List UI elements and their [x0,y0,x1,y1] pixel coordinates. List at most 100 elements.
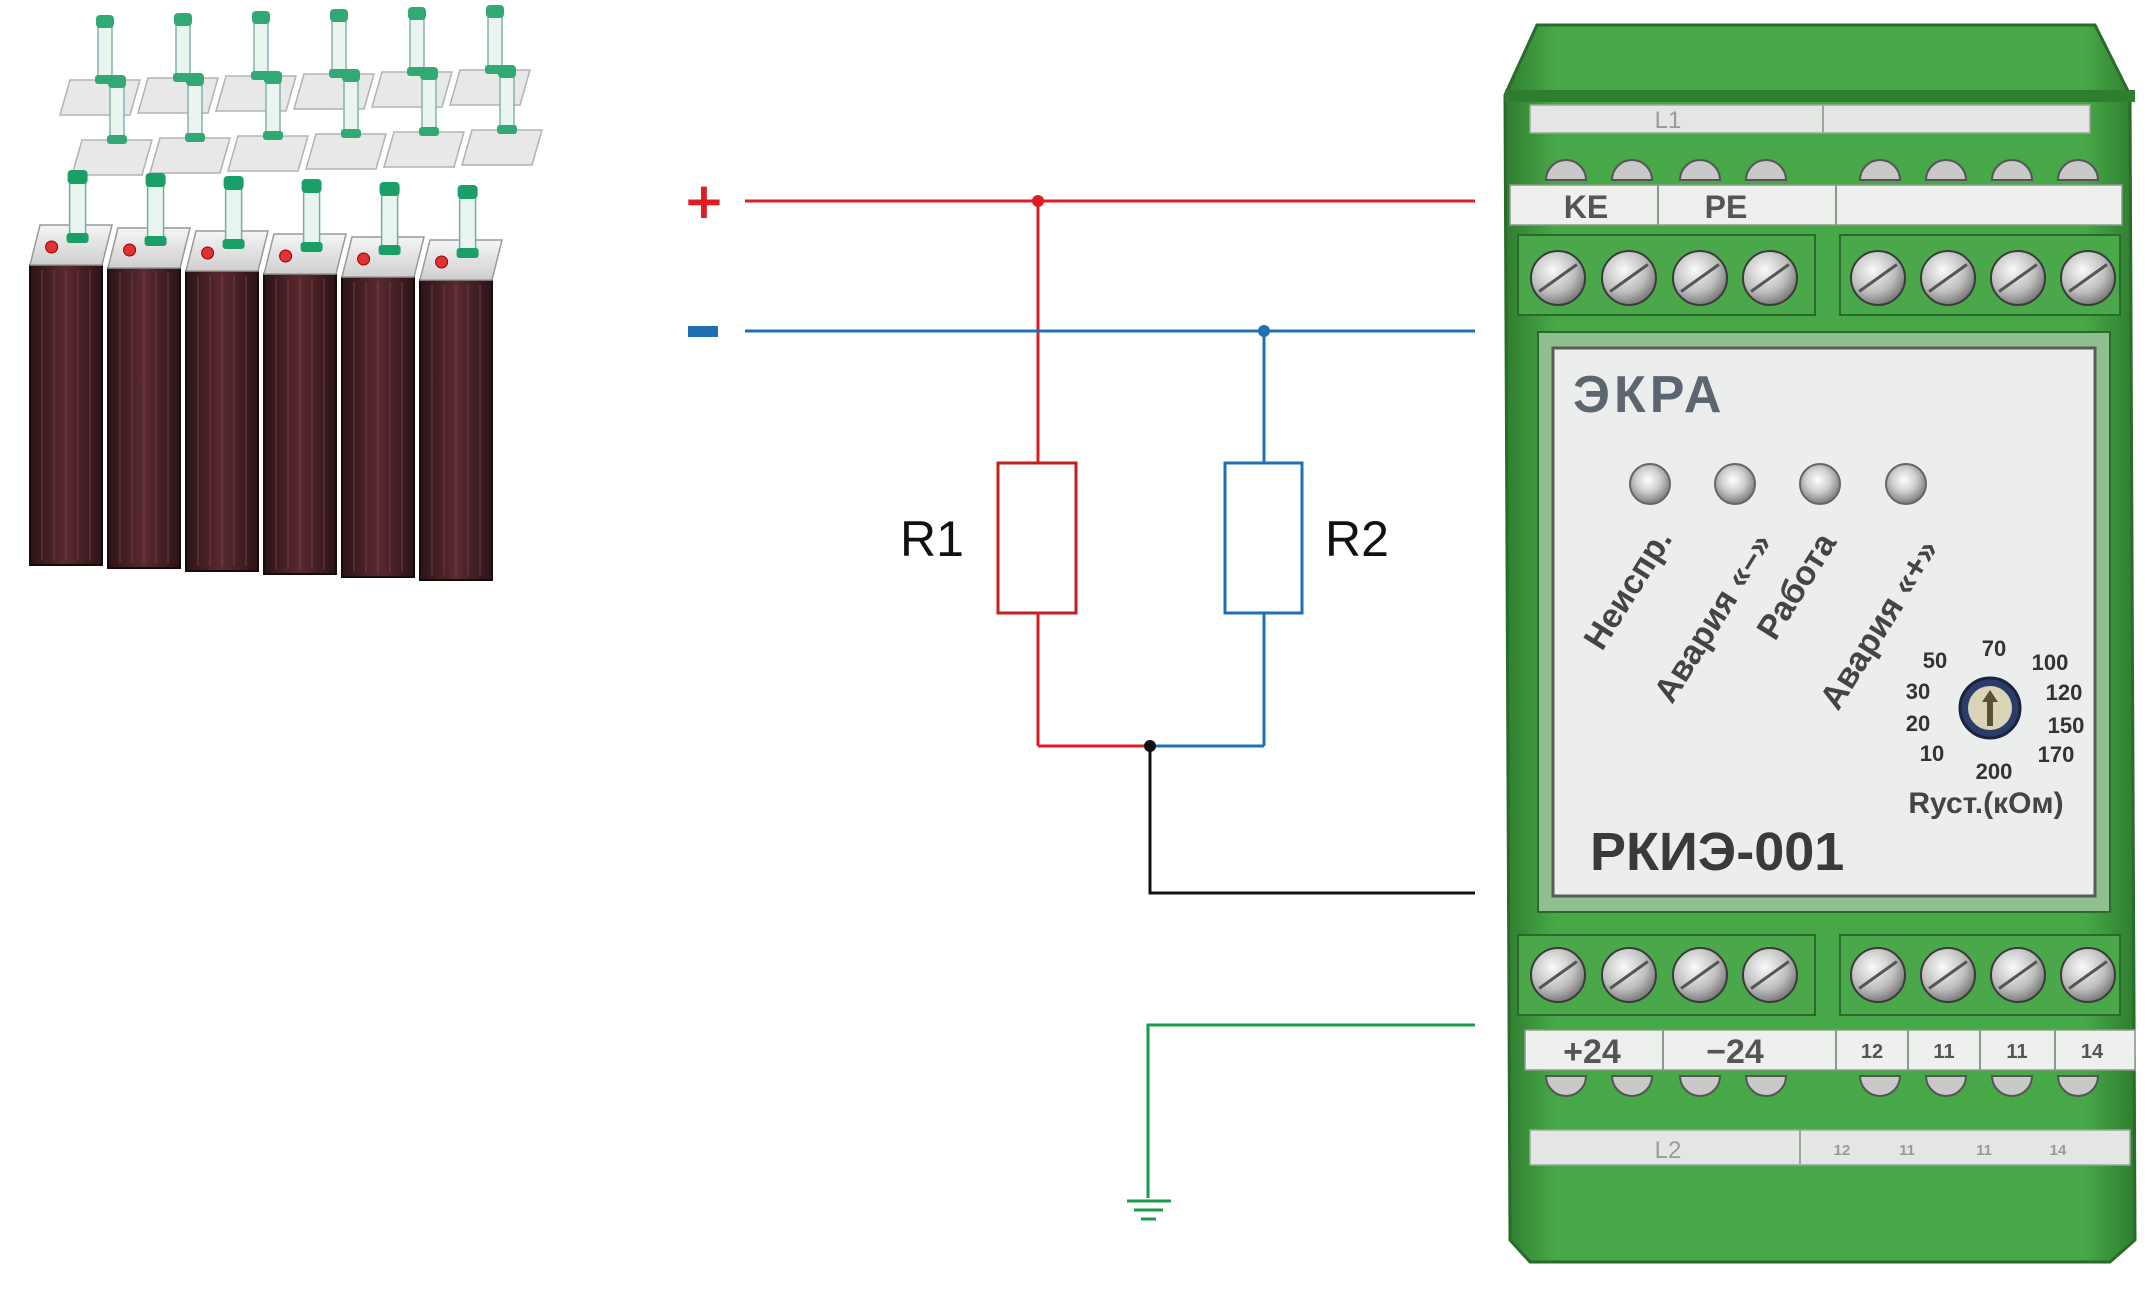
battery-cell [185,176,269,572]
bottom-strip-label: L2 [1655,1137,1682,1164]
terminal-screw-icon [1530,947,1586,1003]
terminal-screw-icon [1672,250,1728,306]
top-terminal-screws [1530,250,2116,306]
top-rear-screws [1544,159,2100,181]
terminal-screw-icon [1601,250,1657,306]
resistance-setting-dial[interactable] [1958,676,2022,740]
svg-text:14: 14 [2081,1041,2104,1063]
front-label [1551,346,2097,898]
ground-symbol-icon [1127,1199,1171,1221]
terminal-screw-icon [1920,250,1976,306]
battery-bank-icon [29,5,543,581]
relay-device: L1 KE PE ЭКРА Неиспр. Авария «–» Работа … [1503,23,2137,1264]
rear-screw-icon [1678,159,1722,181]
rear-screw-icon [1744,1075,1788,1097]
svg-text:50: 50 [1923,648,1947,673]
r2-label: R2 [1325,511,1389,567]
svg-text:10: 10 [1920,741,1944,766]
battery-cell [29,170,113,566]
battery-cell [107,173,191,569]
indicator-leds [1629,463,1927,505]
dial-arrow-icon [1982,690,1998,726]
battery-cell-back [227,71,309,172]
svg-text:100: 100 [2032,650,2069,675]
terminal-label-pe: PE [1705,189,1748,225]
r1-label: R1 [900,511,964,567]
terminal-screw-icon [1990,947,2046,1003]
bottom-label-strip [1529,1129,2131,1166]
top-label-strip [1529,104,2091,134]
rear-screw-icon [2056,159,2100,181]
terminal-screw-icon [1742,947,1798,1003]
svg-text:11: 11 [2006,1041,2027,1063]
battery-cell-back [449,5,531,106]
resistor-r2 [1223,461,1304,615]
terminal-screw-icon [1920,947,1976,1003]
svg-text:+24: +24 [1563,1033,1621,1071]
rear-screw-icon [1924,1075,1968,1097]
rear-screw-icon [1544,1075,1588,1097]
battery-cell-back [383,67,465,168]
terminal-screw-icon [1742,250,1798,306]
battery-cell [263,179,347,575]
battery-cell-back [305,69,387,170]
rear-screw-icon [1610,1075,1654,1097]
svg-text:70: 70 [1982,636,2006,661]
plus-label: + [683,172,725,230]
terminal-screw-icon [1530,250,1586,306]
bottom-strip-small-labels: 12 11 11 14 [1834,1142,2067,1159]
led-fault [1629,463,1671,505]
terminal-screw-icon [1672,947,1728,1003]
svg-text:12: 12 [1861,1041,1883,1063]
bottom-terminal-strip [1524,1029,2136,1071]
terminal-screw-icon [2060,250,2116,306]
rear-screw-icon [1924,159,1968,181]
battery-cell-back [71,75,153,176]
led-work [1799,463,1841,505]
svg-text:11: 11 [1976,1142,1992,1159]
svg-text:120: 120 [2046,680,2083,705]
top-terminal-strip [1509,184,2123,226]
svg-text:200: 200 [1976,759,2013,784]
brand-logo: ЭКРА [1573,366,1725,424]
dial-scale: 50 70 100 30 120 20 150 10 170 200 [1906,636,2085,784]
svg-text:−24: −24 [1706,1033,1764,1071]
rear-screw-icon [1678,1075,1722,1097]
svg-text:150: 150 [2048,713,2085,738]
battery-cell-back [371,7,453,108]
bottom-rear-screws [1544,1075,2100,1097]
rear-screw-icon [1610,159,1654,181]
terminal-screw-icon [1850,947,1906,1003]
led-alarm-plus [1885,463,1927,505]
bottom-terminal-screws [1530,947,2116,1003]
rear-screw-icon [1858,159,1902,181]
bottom-terminal-labels: +24 −24 12 11 11 14 [1563,1033,2104,1071]
terminal-screw-icon [1601,947,1657,1003]
battery-cell [341,182,425,578]
led-alarm-minus [1714,463,1756,505]
rear-screw-icon [1990,159,2034,181]
battery-cell-back [215,11,297,112]
model-name: РКИЭ-001 [1590,822,1844,882]
svg-text:30: 30 [1906,679,1930,704]
battery-cell-back [137,13,219,114]
terminal-screw-icon [1850,250,1906,306]
terminal-label-ke: KE [1564,189,1608,225]
rear-screw-icon [1744,159,1788,181]
svg-text:11: 11 [1933,1041,1954,1063]
measure-wire [1148,746,1475,895]
battery-cell-back [293,9,375,110]
terminal-screw-icon [2060,947,2116,1003]
terminal-screw-icon [1990,250,2046,306]
top-strip-label: L1 [1655,107,1682,134]
resistor-r1 [996,461,1078,615]
rear-screw-icon [1544,159,1588,181]
rear-screw-icon [1990,1075,2034,1097]
schematic: + R1 R2 [683,172,1475,1221]
svg-text:170: 170 [2038,742,2075,767]
battery-cell-back [59,15,141,116]
rear-screw-icon [2056,1075,2100,1097]
svg-text:20: 20 [1906,711,1930,736]
svg-text:14: 14 [2050,1142,2067,1159]
